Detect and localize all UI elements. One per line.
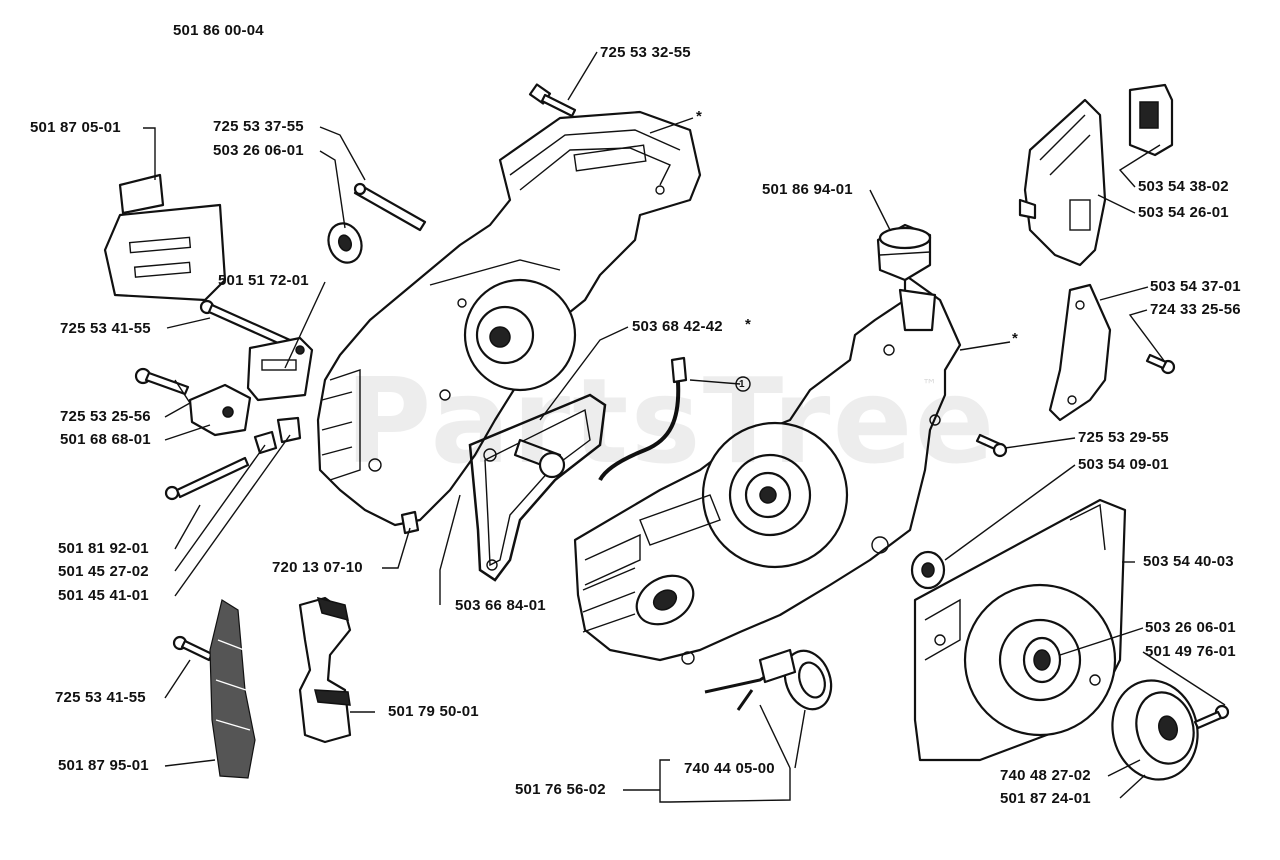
part-label[interactable]: 503 26 06-01 <box>1145 619 1236 636</box>
callout-marker <box>735 376 751 392</box>
part-label[interactable]: 503 68 42-42 <box>632 318 723 335</box>
part-label[interactable]: 503 54 09-01 <box>1078 456 1169 473</box>
part-label[interactable]: 503 54 40-03 <box>1143 553 1234 570</box>
short-bolt <box>134 367 190 396</box>
chain-guard-shield <box>1018 98 1107 267</box>
fuel-line <box>513 356 688 482</box>
pulley <box>1111 679 1199 781</box>
left-crankcase-half <box>316 110 702 527</box>
starter-cover <box>913 498 1127 762</box>
small-pin <box>400 510 420 535</box>
pulley-screw <box>1193 704 1230 730</box>
part-label[interactable]: 503 26 06-01 <box>213 142 304 159</box>
bracket <box>188 383 252 437</box>
part-label[interactable]: 740 48 27-02 <box>1000 767 1091 784</box>
part-label[interactable]: 501 87 05-01 <box>30 119 121 136</box>
bumper-spike-plate <box>209 599 256 779</box>
screw-lower-left <box>172 635 214 662</box>
asterisk-note: * <box>745 316 752 333</box>
part-label[interactable]: 724 33 25-56 <box>1150 301 1241 318</box>
part-label[interactable]: 725 53 41-55 <box>55 689 146 706</box>
gasket <box>468 393 607 582</box>
part-label[interactable]: 725 53 41-55 <box>60 320 151 337</box>
part-label[interactable]: 501 79 50-01 <box>388 703 479 720</box>
part-label[interactable]: 501 76 56-02 <box>515 781 606 798</box>
asterisk-note: * <box>696 108 703 125</box>
part-label[interactable]: 501 45 41-01 <box>58 587 149 604</box>
curved-plate <box>1048 283 1112 422</box>
bushing <box>910 550 946 590</box>
asterisk-note: * <box>1012 330 1019 347</box>
trademark-symbol: ™ <box>922 376 937 394</box>
part-label[interactable]: 501 45 27-02 <box>58 563 149 580</box>
case-screw <box>975 433 1008 458</box>
chain-guide-plate <box>103 173 227 302</box>
watermark: PartsTree <box>345 352 997 490</box>
part-label[interactable]: 725 53 32-55 <box>600 44 691 61</box>
part-label[interactable]: 725 53 25-56 <box>60 408 151 425</box>
chain-catcher <box>246 336 314 402</box>
part-label[interactable]: 501 81 92-01 <box>58 540 149 557</box>
av-buffer <box>876 223 937 332</box>
adjust-screw <box>164 416 302 501</box>
part-label[interactable]: 501 87 95-01 <box>58 757 149 774</box>
screw-top <box>528 83 577 118</box>
part-label[interactable]: 501 86 94-01 <box>762 181 853 198</box>
small-screw-right <box>1145 353 1176 375</box>
rubber-mount <box>1128 83 1174 157</box>
part-label[interactable]: 740 44 05-00 <box>684 760 775 777</box>
part-label[interactable]: 501 87 24-01 <box>1000 790 1091 807</box>
part-label[interactable]: 720 13 07-10 <box>272 559 363 576</box>
spike-bracket <box>298 596 352 744</box>
part-label[interactable]: 501 49 76-01 <box>1145 643 1236 660</box>
part-label[interactable]: 503 54 38-02 <box>1138 178 1229 195</box>
part-label[interactable]: 725 53 37-55 <box>213 118 304 135</box>
right-crankcase-half <box>573 273 962 665</box>
leader-lines <box>143 51 1226 803</box>
part-label[interactable]: 503 54 37-01 <box>1150 278 1241 295</box>
part-label[interactable]: 503 54 26-01 <box>1138 204 1229 221</box>
seal-ring <box>327 222 363 264</box>
callout-number: 1 <box>739 379 745 390</box>
part-label[interactable]: 725 53 29-55 <box>1078 429 1169 446</box>
part-label[interactable]: 501 68 68-01 <box>60 431 151 448</box>
long-bolt <box>199 299 292 349</box>
part-label[interactable]: 501 51 72-01 <box>218 272 309 289</box>
clutch-spring <box>704 648 833 711</box>
assembly-number: 501 86 00-04 <box>173 22 264 39</box>
part-label[interactable]: 503 66 84-01 <box>455 597 546 614</box>
stud-bolt <box>353 182 427 232</box>
